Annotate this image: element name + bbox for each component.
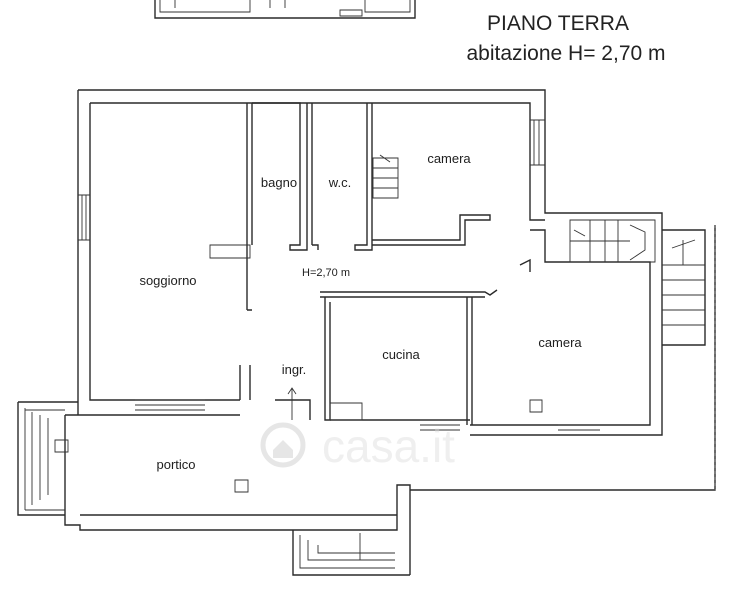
entrance-arrow: [287, 387, 297, 420]
steps-left: [17, 401, 78, 516]
room-label-soggiorno: soggiorno: [139, 273, 196, 288]
watermark: casa.it: [260, 420, 455, 472]
window-left: [78, 194, 90, 241]
watermark-text: casa.it: [322, 420, 455, 472]
steps-bottom: [292, 530, 410, 576]
room-label-portico: portico: [156, 457, 195, 472]
interior-walls: [135, 102, 600, 431]
plan-subtitle: abitazione H= 2,70 m: [466, 42, 665, 65]
plan-title: PIANO TERRA: [487, 12, 629, 35]
interior-stairs-small: [372, 154, 399, 199]
interior-stairs-main: [569, 219, 656, 263]
outer-walls: [77, 89, 663, 436]
room-label-camera-east: camera: [538, 335, 582, 350]
room-label-cucina: cucina: [382, 347, 420, 362]
window-right-camera: [530, 119, 545, 166]
height-note: H=2,70 m: [302, 267, 350, 279]
room-label-ingresso: ingr.: [282, 362, 307, 377]
room-label-camera-north: camera: [427, 151, 471, 166]
room-label-wc: w.c.: [328, 175, 351, 190]
room-label-bagno: bagno: [261, 175, 297, 190]
upper-floor-fragment: [154, 0, 416, 19]
portico-structure: [54, 414, 411, 575]
external-stairs-right: [410, 225, 716, 491]
column-marker: [529, 399, 543, 413]
